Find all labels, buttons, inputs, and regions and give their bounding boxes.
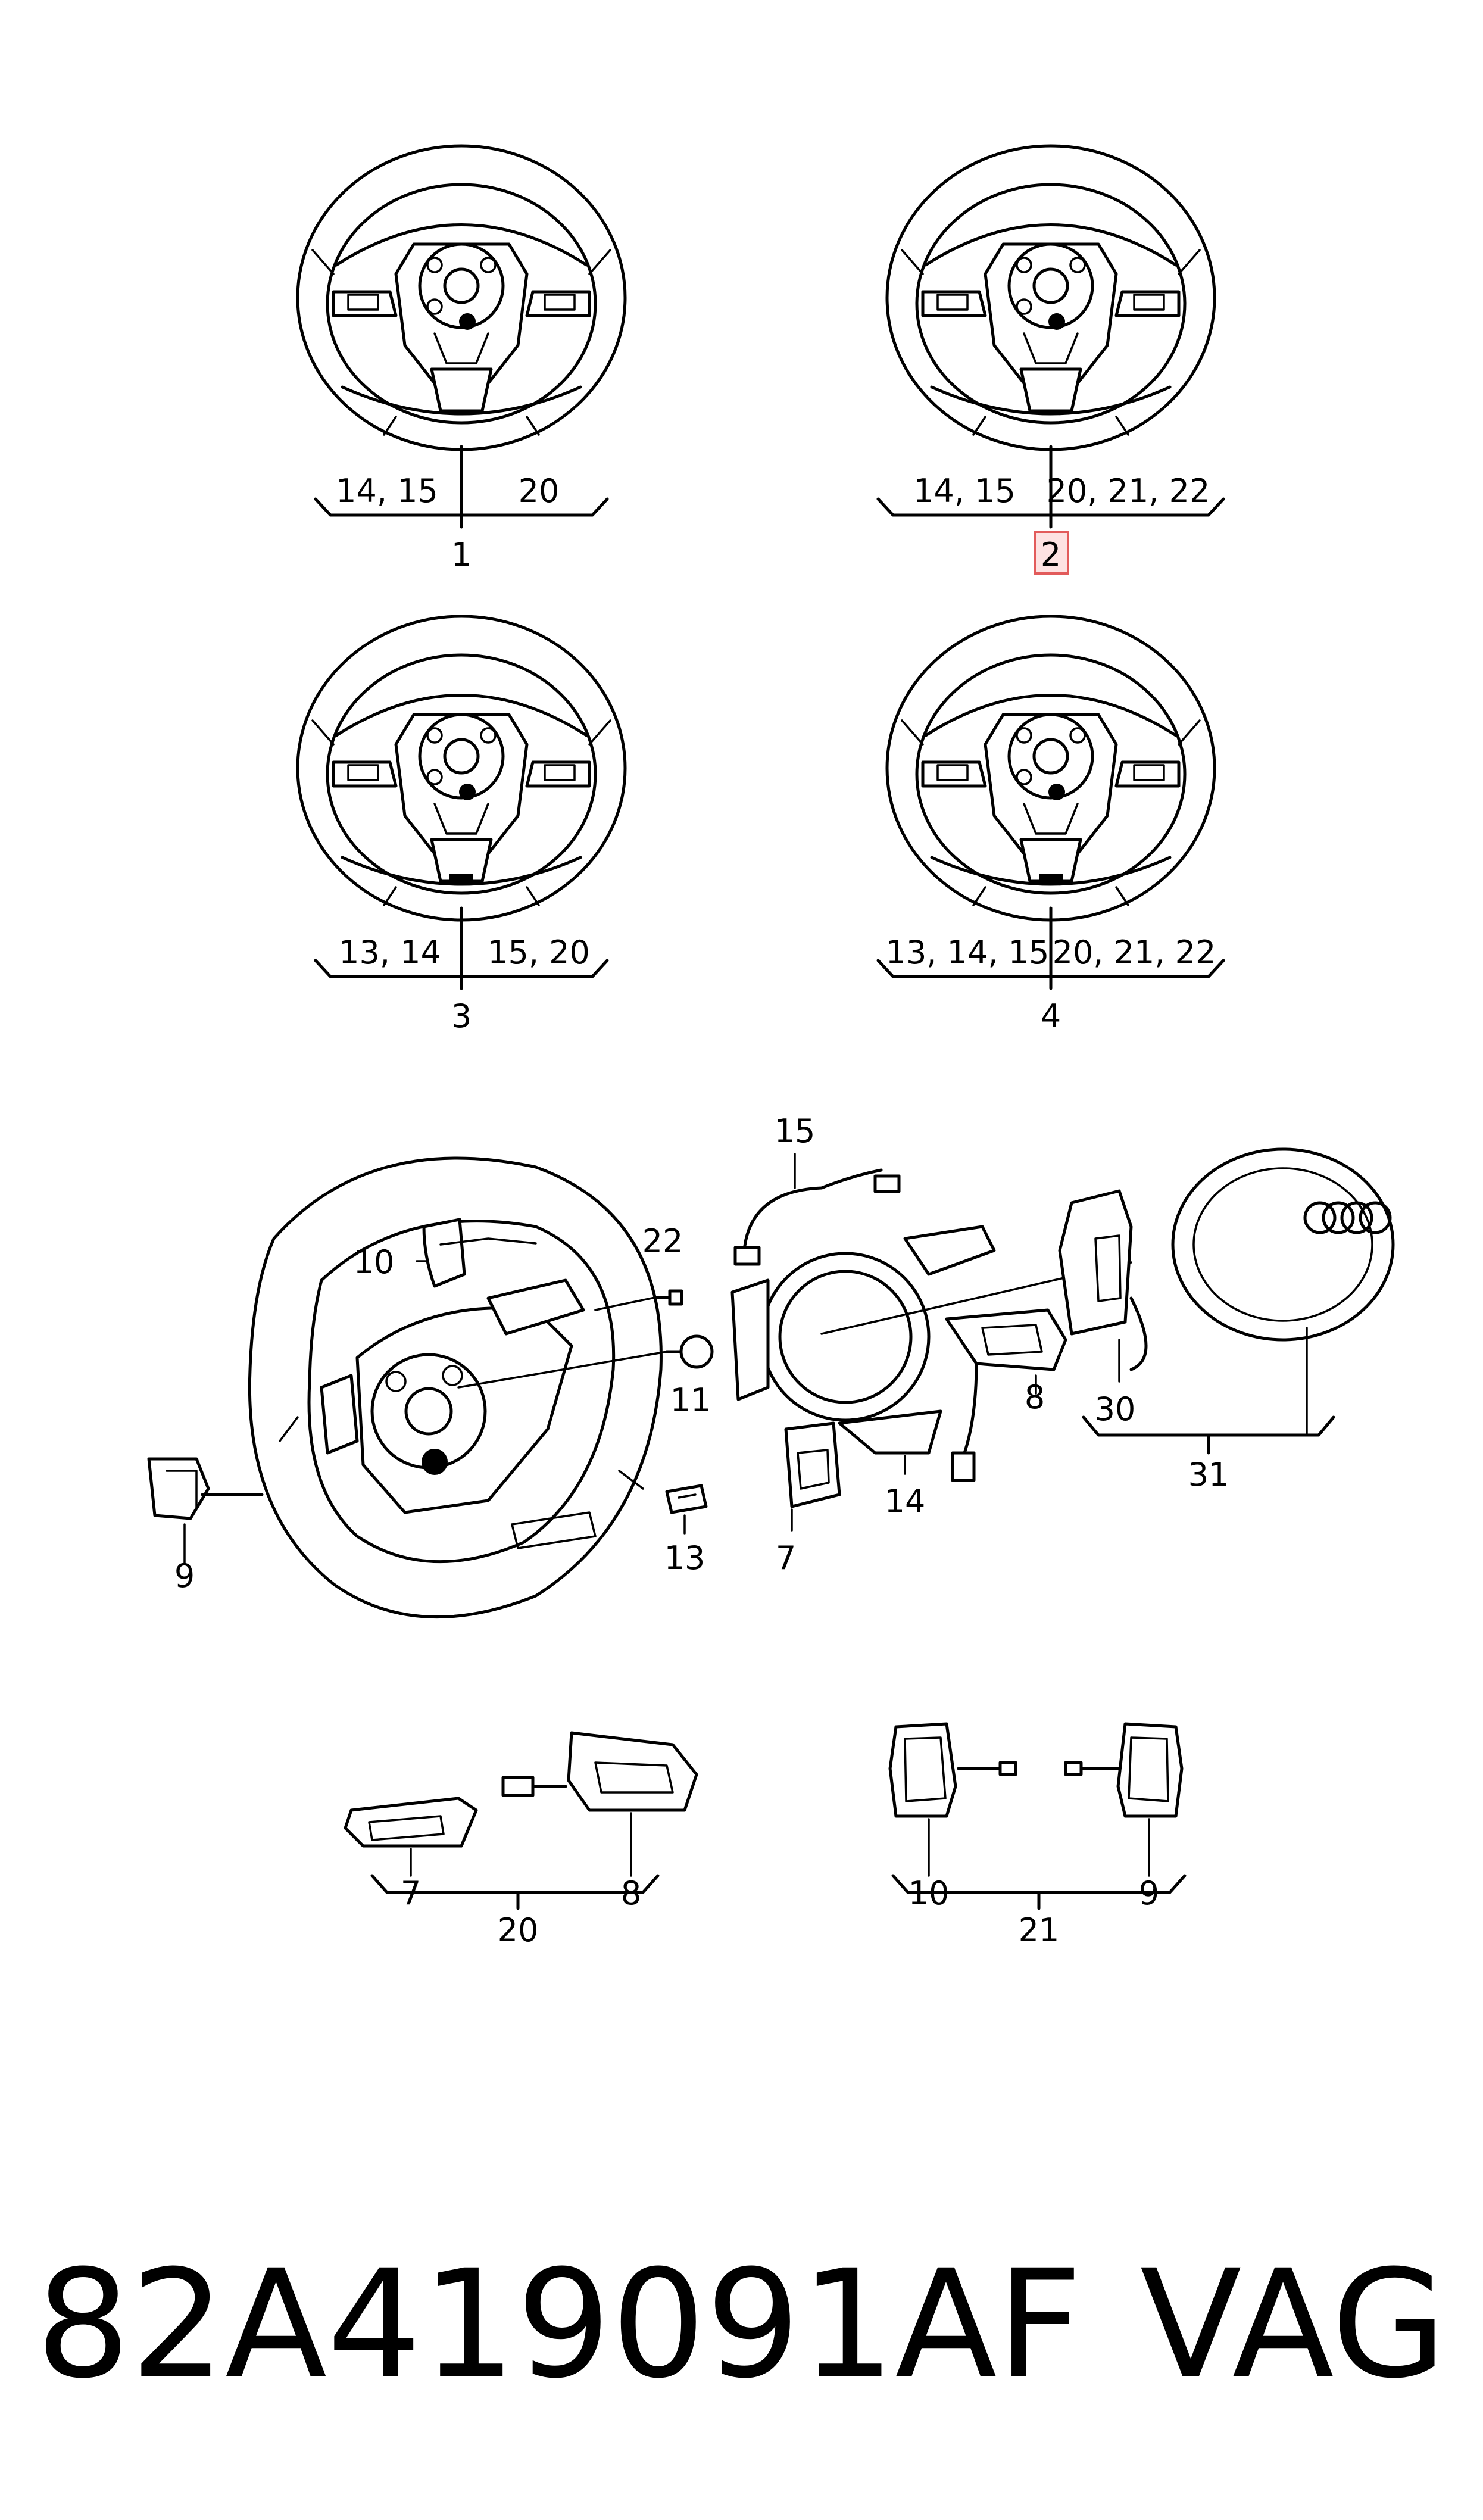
callout-3-right: 15, 20: [488, 934, 590, 971]
steering-wheel-2: 14, 15 20, 21, 22 2: [876, 146, 1225, 575]
part-number: 82A419091AF: [36, 2238, 1082, 2411]
item-number-1[interactable]: 1: [451, 536, 472, 573]
s-badge-icon: [449, 874, 473, 882]
part-14-trim: 14: [730, 1225, 1132, 1520]
label-31[interactable]: 31: [1188, 1456, 1229, 1493]
callout-4-right: 20, 21, 22: [1053, 934, 1216, 971]
item-number-2[interactable]: 2: [1041, 536, 1061, 573]
label-15[interactable]: 15: [775, 1112, 816, 1150]
callout-4-left: 13, 14, 15: [886, 934, 1050, 971]
part-10-paddle: 10: [354, 1218, 537, 1288]
steering-wheel-3: 13, 14 15, 20 3: [298, 616, 625, 1035]
label-30[interactable]: 30: [1095, 1390, 1136, 1428]
exploded-view: 10 22 11 9 13: [147, 1112, 1395, 1619]
connector-icon: [501, 1776, 535, 1797]
part-31-airbag: 31: [1082, 1147, 1395, 1493]
part-22-screw: 22: [594, 1222, 683, 1311]
brand-name: VAG: [1140, 2238, 1447, 2411]
right-paddle-icon: [1116, 1722, 1184, 1818]
part-30-module: 30: [1058, 1189, 1148, 1428]
callout-3-left: 13, 14: [339, 934, 441, 971]
right-switch-icon: [567, 1731, 698, 1812]
item-number-3[interactable]: 3: [451, 997, 472, 1035]
highlight-box: [1034, 531, 1069, 575]
set-20-switches: 7 8 20: [344, 1731, 698, 1949]
steering-wheel-1: 14, 15 20 1: [298, 146, 625, 573]
part-15-wiring: 15: [733, 1112, 901, 1266]
item-number-4[interactable]: 4: [1041, 997, 1061, 1035]
part-9-paddle: 9: [147, 1457, 264, 1595]
set-21-group[interactable]: 21: [1019, 1911, 1060, 1949]
left-switch-icon: [344, 1797, 478, 1848]
callout-1-left: 14, 15: [336, 472, 438, 510]
label-14[interactable]: 14: [885, 1483, 926, 1520]
part-13-badge: 13: [664, 1484, 708, 1577]
label-13[interactable]: 13: [664, 1539, 705, 1577]
callout-2-left: 14, 15: [913, 472, 1016, 510]
set-21-paddles: 10 9 21: [888, 1722, 1187, 1949]
s-badge-icon: [1039, 874, 1063, 882]
part-8-switch: 8: [945, 1308, 1067, 1482]
callout-2-right: 20, 21, 22: [1047, 472, 1210, 510]
callout-1-right: 20: [519, 472, 560, 510]
label-7[interactable]: 7: [776, 1539, 796, 1577]
part-11-bolt: 11: [457, 1334, 714, 1419]
part-7-switch: 7: [776, 1421, 841, 1577]
steering-wheel-4: 13, 14, 15 20, 21, 22 4: [876, 616, 1225, 1035]
label-10[interactable]: 10: [354, 1243, 395, 1281]
label-8[interactable]: 8: [1025, 1378, 1045, 1416]
label-22[interactable]: 22: [642, 1222, 683, 1260]
set-20-group[interactable]: 20: [498, 1911, 539, 1949]
label-9[interactable]: 9: [174, 1557, 195, 1595]
label-11[interactable]: 11: [670, 1381, 711, 1419]
four-rings-logo-icon: [1303, 1201, 1392, 1234]
wheel-rim-exploded: [248, 1156, 663, 1619]
